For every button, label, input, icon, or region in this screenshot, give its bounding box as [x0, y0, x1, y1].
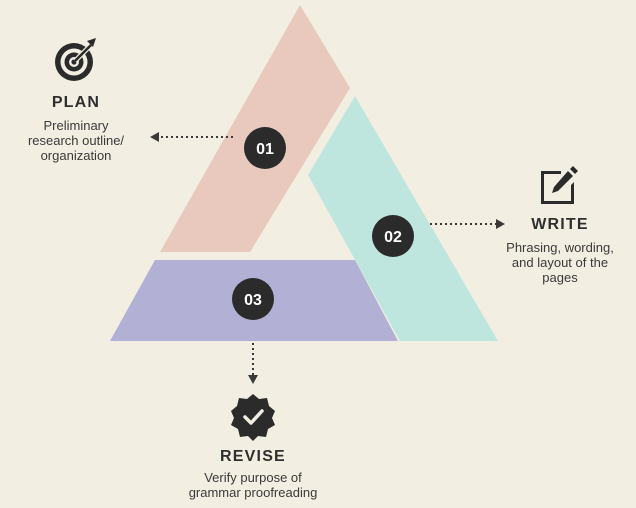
write-description: Phrasing, wording, and layout of the pag…	[488, 240, 632, 285]
write-description-line: Phrasing, wording,	[506, 240, 614, 255]
revise-description: Verify purpose of grammar proofreading	[173, 470, 333, 500]
step-03-badge: 03	[232, 278, 274, 320]
verified-badge-icon	[231, 394, 275, 441]
target-icon	[55, 38, 96, 81]
plan-description-line: research outline/	[27, 133, 125, 148]
step-03-number: 03	[244, 292, 262, 309]
revise-description-line: Verify purpose of	[204, 470, 302, 485]
revise-label-block: REVISE Verify purpose of grammar proofre…	[173, 448, 333, 500]
step-02-badge: 02	[372, 215, 414, 257]
plan-description-line: Preliminary	[43, 118, 109, 133]
arrow-revise	[248, 343, 258, 384]
step-01-segment	[160, 5, 350, 252]
arrow-plan	[150, 132, 233, 142]
plan-title: PLAN	[51, 94, 101, 111]
write-title: WRITE	[531, 216, 589, 233]
step-01-number: 01	[256, 141, 274, 158]
revise-title: REVISE	[220, 448, 286, 465]
plan-description: Preliminary research outline/ organizati…	[14, 118, 138, 163]
edit-icon	[541, 166, 578, 204]
write-label-block: WRITE Phrasing, wording, and layout of t…	[488, 216, 632, 285]
revise-description-line: grammar proofreading	[188, 485, 318, 500]
write-description-line: and layout of the	[511, 255, 609, 270]
write-description-line: pages	[542, 270, 578, 285]
plan-description-line: organization	[40, 148, 112, 163]
step-01-badge: 01	[244, 127, 286, 169]
arrow-write	[430, 219, 505, 229]
step-02-number: 02	[384, 229, 402, 246]
plan-label-block: PLAN Preliminary research outline/ organ…	[14, 94, 138, 163]
